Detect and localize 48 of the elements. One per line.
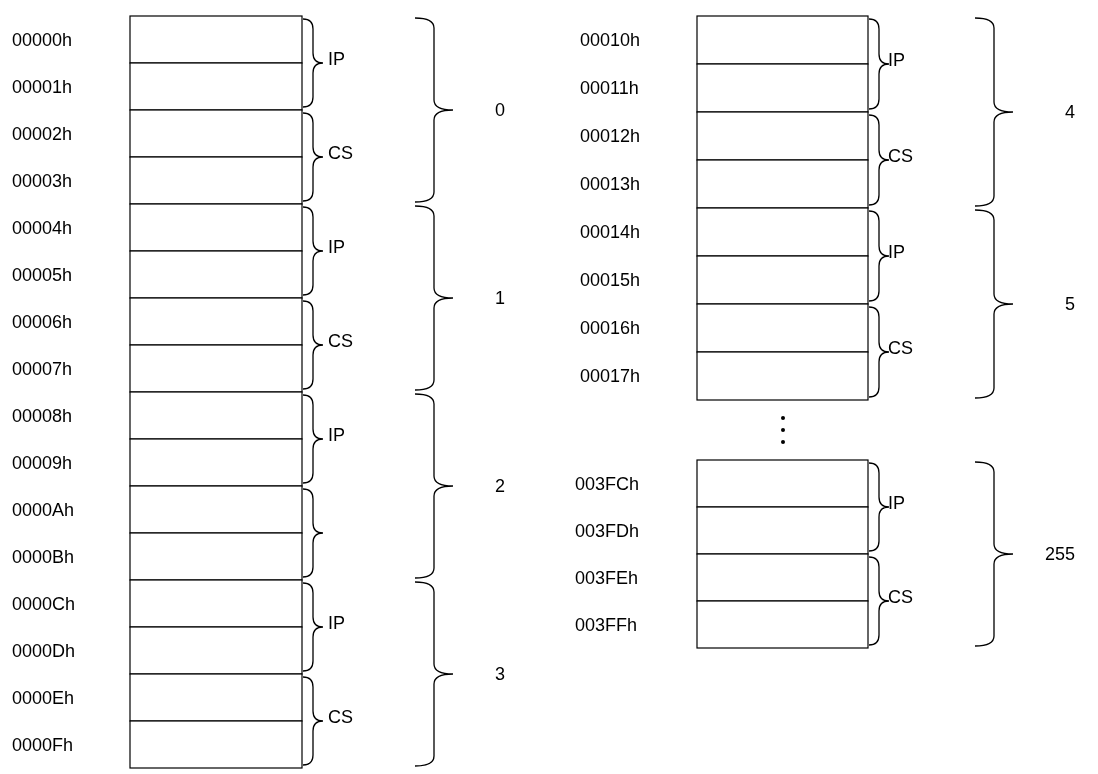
vector-number-label: 5 — [1065, 294, 1075, 314]
address-label: 00009h — [12, 452, 73, 473]
address-label: 00016h — [580, 318, 641, 338]
address-label: 00015h — [580, 270, 641, 290]
field-label: CS — [888, 338, 913, 358]
address-label: 0000Fh — [12, 734, 74, 755]
address-label: 00004h — [12, 217, 73, 238]
address-label: 003FEh — [575, 567, 639, 588]
address-label: 0000Ah — [12, 499, 75, 520]
address-label: 0000Dh — [12, 640, 76, 661]
field-label: IP — [888, 493, 905, 513]
address-label: 00001h — [12, 76, 73, 97]
address-label: 00013h — [580, 174, 641, 194]
address-label: 00008h — [12, 405, 73, 426]
address-label: 003FFh — [575, 614, 638, 635]
address-label: 00011h — [580, 78, 639, 98]
address-label: 0000Ch — [12, 593, 76, 614]
address-label: 00014h — [580, 222, 641, 242]
field-label: IP — [888, 242, 905, 262]
field-label: IP — [328, 49, 345, 69]
field-label: IP — [328, 425, 345, 445]
vector-number-label: 1 — [495, 288, 505, 308]
vector-number-label: 255 — [1045, 544, 1076, 564]
field-label: CS — [328, 331, 353, 351]
address-label: 00012h — [580, 126, 641, 146]
address-label: 00006h — [12, 311, 73, 332]
address-label: 00000h — [12, 29, 73, 50]
field-label: IP — [888, 50, 905, 70]
address-label: 00005h — [12, 264, 73, 285]
field-label: CS — [328, 707, 353, 727]
vector-number-label: 3 — [495, 664, 505, 684]
field-label: CS — [888, 587, 913, 607]
field-label: IP — [328, 613, 345, 633]
address-label: 00002h — [12, 123, 73, 144]
address-label: 00017h — [580, 366, 641, 386]
address-label: 00003h — [12, 170, 73, 191]
address-label: 0000Bh — [12, 546, 75, 567]
address-label: 00007h — [12, 358, 73, 379]
field-label: IP — [328, 237, 345, 257]
address-label: 003FCh — [575, 473, 640, 494]
vector-number-label: 4 — [1065, 102, 1075, 122]
field-label: CS — [328, 143, 353, 163]
address-label: 0000Eh — [12, 687, 75, 708]
address-label: 003FDh — [575, 520, 640, 541]
vector-number-label: 0 — [495, 100, 505, 120]
address-label: 00010h — [580, 30, 641, 50]
vector-number-label: 2 — [495, 476, 505, 496]
field-label: CS — [888, 146, 913, 166]
